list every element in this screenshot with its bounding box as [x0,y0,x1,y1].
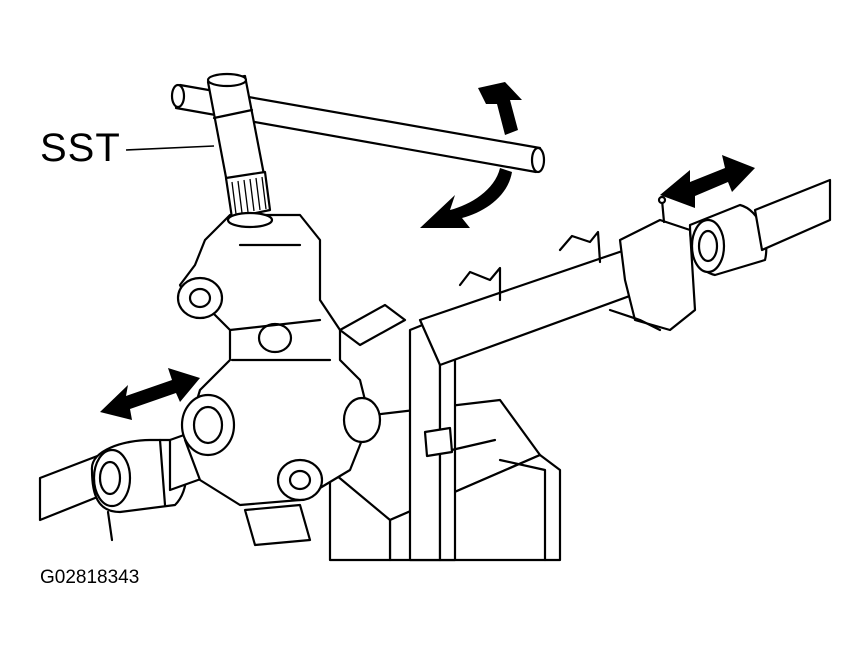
left-tie-rod [38,438,188,542]
right-double-arrow-icon [660,155,755,208]
rotate-up-arrow-icon [478,82,522,135]
gear-housing [176,213,407,547]
vise-fixture [318,316,562,562]
figure-id: G02818343 [40,567,140,588]
sst-label: SST [40,126,121,170]
sst-wrench-tool [170,72,546,229]
right-tie-rod [688,178,832,277]
rotate-down-arrow-icon [420,168,512,228]
sst-leader-line [125,145,215,151]
rotation-arrows [420,82,522,228]
left-double-arrow-icon [100,368,200,420]
